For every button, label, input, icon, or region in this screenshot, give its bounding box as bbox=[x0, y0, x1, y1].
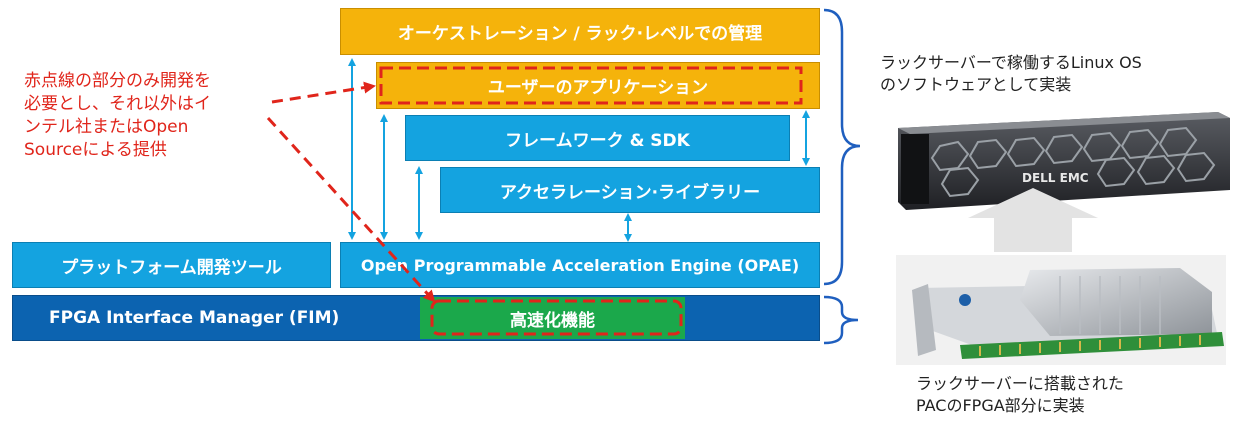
user-application-block: ユーザーのアプリケーション bbox=[376, 62, 820, 109]
server-brand-text: DELL EMC bbox=[1022, 171, 1089, 185]
opae-block: Open Programmable Acceleration Engine (O… bbox=[340, 242, 820, 288]
hardware-brace bbox=[823, 295, 859, 345]
framework-sdk-label: フレームワーク & SDK bbox=[505, 130, 690, 151]
orchestration-block: オーケストレーション / ラック·レベルでの管理 bbox=[340, 8, 820, 55]
fim-block: FPGA Interface Manager (FIM) bbox=[12, 295, 820, 341]
fim-label: FPGA Interface Manager (FIM) bbox=[49, 308, 340, 328]
card-caption: ラックサーバーに搭載された PACのFPGA部分に実装 bbox=[916, 374, 1124, 415]
platform-tools-block: プラットフォーム開発ツール bbox=[12, 242, 331, 288]
rack-server-image: DELL EMC bbox=[898, 112, 1230, 210]
server-caption: ラックサーバーで稼働するLinux OS のソフトウェアとして実装 bbox=[880, 53, 1142, 94]
upward-arrow bbox=[968, 188, 1098, 252]
acceleration-function-label: 高速化機能 bbox=[510, 310, 595, 331]
acceleration-library-block: アクセラレーション·ライブラリー bbox=[440, 167, 820, 213]
platform-tools-label: プラットフォーム開発ツール bbox=[61, 257, 282, 278]
opae-label: Open Programmable Acceleration Engine (O… bbox=[360, 255, 800, 275]
pointer-to-accel-function bbox=[266, 116, 436, 303]
development-note: 赤点線の部分のみ開発を 必要とし、それ以外はイ ンテル社またはOpen Sour… bbox=[24, 71, 211, 160]
software-brace bbox=[823, 8, 861, 286]
acceleration-library-label: アクセラレーション·ライブラリー bbox=[499, 182, 761, 203]
orchestration-label: オーケストレーション / ラック·レベルでの管理 bbox=[397, 24, 763, 44]
user-app-dashed-outline bbox=[379, 66, 803, 105]
user-application-label: ユーザーのアプリケーション bbox=[487, 78, 709, 98]
pointer-to-user-app bbox=[271, 81, 376, 104]
framework-sdk-block: フレームワーク & SDK bbox=[405, 115, 790, 161]
fpga-card-image bbox=[896, 255, 1226, 365]
acceleration-function-block: 高速化機能 bbox=[420, 297, 685, 339]
accel-function-dashed-outline bbox=[430, 299, 683, 336]
